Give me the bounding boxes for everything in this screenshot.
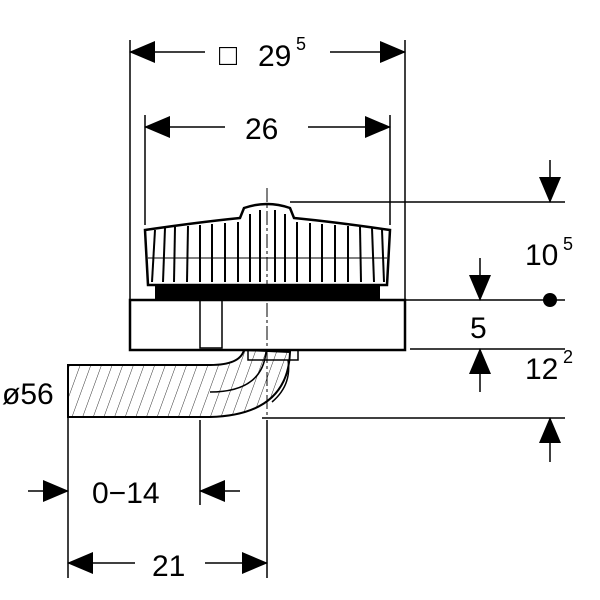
inner-width-value: 26 (245, 113, 278, 146)
dimension-arrows (28, 41, 561, 574)
outer-width-symbol: □ (219, 39, 238, 72)
reference-dot (543, 293, 557, 307)
grate-height-value: 10 (525, 239, 558, 272)
outlet-offset-value: 21 (152, 550, 185, 583)
outer-width-sup: 5 (296, 34, 306, 54)
outer-width-value: 29 (258, 40, 291, 73)
outlet-height-value: 12 (525, 353, 558, 386)
pipe-adjust-value: 0−14 (92, 477, 160, 510)
body-height-value: 5 (470, 312, 487, 345)
pipe-diameter-value: ø56 (2, 378, 54, 411)
outlet-pipe (67, 348, 292, 418)
outlet-height-sup: 2 (563, 347, 573, 367)
grate-height-sup: 5 (563, 234, 573, 254)
drain-grate (143, 202, 392, 300)
